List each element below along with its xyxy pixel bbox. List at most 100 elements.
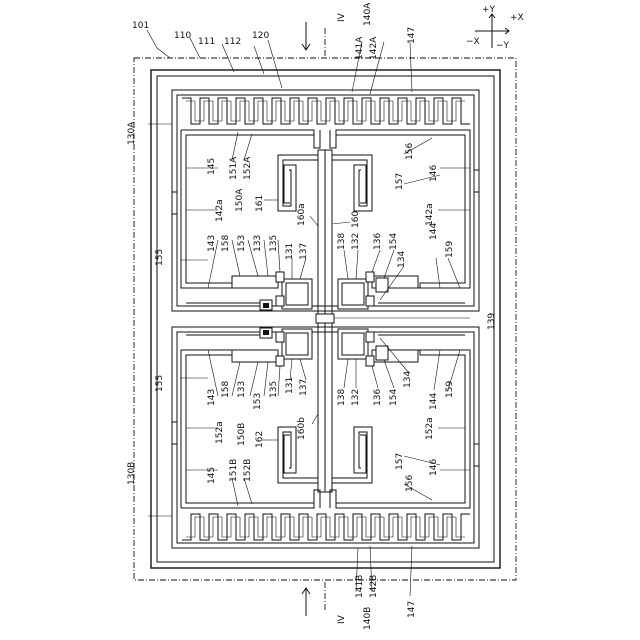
arm-153-bot	[232, 350, 278, 362]
label-136t: 136	[373, 233, 383, 250]
label-130B: 130B	[127, 462, 137, 485]
label-147t: 147	[407, 27, 417, 44]
pad-135-bot	[276, 356, 284, 366]
label-151B: 151B	[229, 459, 239, 482]
label-136b: 136	[373, 389, 383, 406]
spring-161-right	[332, 155, 372, 211]
pad-133-top	[276, 296, 284, 306]
axis-plus-x: +X	[510, 13, 524, 23]
right-bar-bot	[474, 444, 479, 466]
label-112: 112	[224, 37, 241, 47]
label-152A: 152A	[243, 156, 253, 180]
label-160a: 160a	[297, 203, 307, 226]
section-label-bot: IV	[337, 614, 347, 624]
label-146b: 146	[429, 459, 439, 476]
left-bar-top	[172, 192, 177, 214]
pad-138-top	[376, 278, 388, 292]
pad-134-bot	[366, 332, 374, 342]
label-140A: 140A	[363, 2, 373, 26]
label-135t: 135	[269, 235, 279, 252]
electrode-143-bot	[186, 335, 272, 350]
label-144b: 144	[429, 393, 439, 410]
pad-133-bot	[276, 332, 284, 342]
label-152ab2: 152a	[425, 417, 435, 440]
label-139: 139	[487, 313, 497, 330]
arm-153-top	[232, 276, 278, 288]
electrode-143-top	[186, 288, 272, 303]
pad-138-bot	[376, 346, 388, 360]
axis-minus-y: −Y	[496, 41, 510, 51]
right-bar-top	[474, 170, 479, 192]
label-160b: 160b	[297, 417, 307, 440]
comb-electrode-140A	[182, 98, 470, 124]
label-137b: 137	[299, 379, 309, 396]
label-120: 120	[252, 31, 269, 41]
label-162: 162	[255, 431, 265, 448]
label-154b: 154	[389, 389, 399, 406]
label-161: 161	[255, 195, 265, 212]
label-157t: 157	[395, 173, 405, 190]
label-144t: 144	[429, 223, 439, 240]
label-110: 110	[174, 31, 191, 41]
electrode-144-top	[378, 288, 465, 303]
axis-plus-y: +Y	[482, 5, 496, 15]
label-154t: 154	[389, 233, 399, 250]
label-156t: 156	[405, 143, 415, 160]
label-150B: 150B	[237, 423, 247, 446]
label-151A: 151A	[229, 156, 239, 180]
label-132b: 132	[351, 389, 361, 406]
label-142at1: 142a	[215, 199, 225, 222]
label-158b: 158	[221, 381, 231, 398]
label-131b: 131	[285, 377, 295, 394]
label-146t: 146	[429, 165, 439, 182]
comb-trace	[182, 514, 470, 540]
label-147b: 147	[407, 601, 417, 618]
axis-minus-x: −X	[466, 37, 480, 47]
comb-trace	[182, 98, 470, 124]
left-bar-bot	[172, 422, 177, 444]
label-130A: 130A	[127, 121, 137, 145]
label-134b: 134	[403, 371, 413, 388]
label-142at2: 142a	[425, 203, 435, 226]
label-138t: 138	[337, 233, 347, 250]
label-134t: 134	[397, 251, 407, 268]
pad-black-bot-l	[263, 330, 269, 335]
spring-162-right	[332, 427, 372, 483]
label-143t: 143	[207, 235, 217, 252]
label-135b: 135	[269, 381, 279, 398]
label-153b: 153	[253, 393, 263, 410]
label-140B: 140B	[363, 607, 373, 630]
label-156b: 156	[405, 475, 415, 492]
pad-136-bot	[366, 356, 374, 366]
label-157b: 157	[395, 453, 405, 470]
label-155t: 155	[155, 249, 165, 266]
label-145t: 145	[207, 158, 217, 175]
connector-139	[316, 314, 334, 323]
label-132t: 132	[351, 233, 361, 250]
pad-black-top-l	[263, 303, 269, 308]
label-160: 160	[351, 211, 361, 228]
section-arrow-bot	[302, 588, 310, 616]
pad-135-top	[276, 272, 284, 282]
label-131t: 131	[285, 243, 295, 260]
section-label-top: IV	[337, 12, 347, 22]
label-143b: 143	[207, 389, 217, 406]
label-137t: 137	[299, 243, 309, 260]
pad-134-top	[366, 296, 374, 306]
label-158t: 158	[221, 235, 231, 252]
label-133b: 133	[237, 381, 247, 398]
label-142B: 142B	[369, 575, 379, 598]
label-159t: 159	[445, 241, 455, 258]
label-152B: 152B	[243, 459, 253, 482]
label-141B: 141B	[355, 575, 365, 598]
label-141A: 141A	[355, 36, 365, 60]
electrode-144-bot	[378, 335, 465, 350]
label-159b: 159	[445, 381, 455, 398]
section-arrow-top	[302, 22, 310, 50]
label-155b: 155	[155, 375, 165, 392]
label-152ab1: 152a	[215, 421, 225, 444]
comb-electrode-140B	[182, 514, 470, 540]
spring-161-left	[278, 155, 318, 211]
label-142A: 142A	[369, 36, 379, 60]
